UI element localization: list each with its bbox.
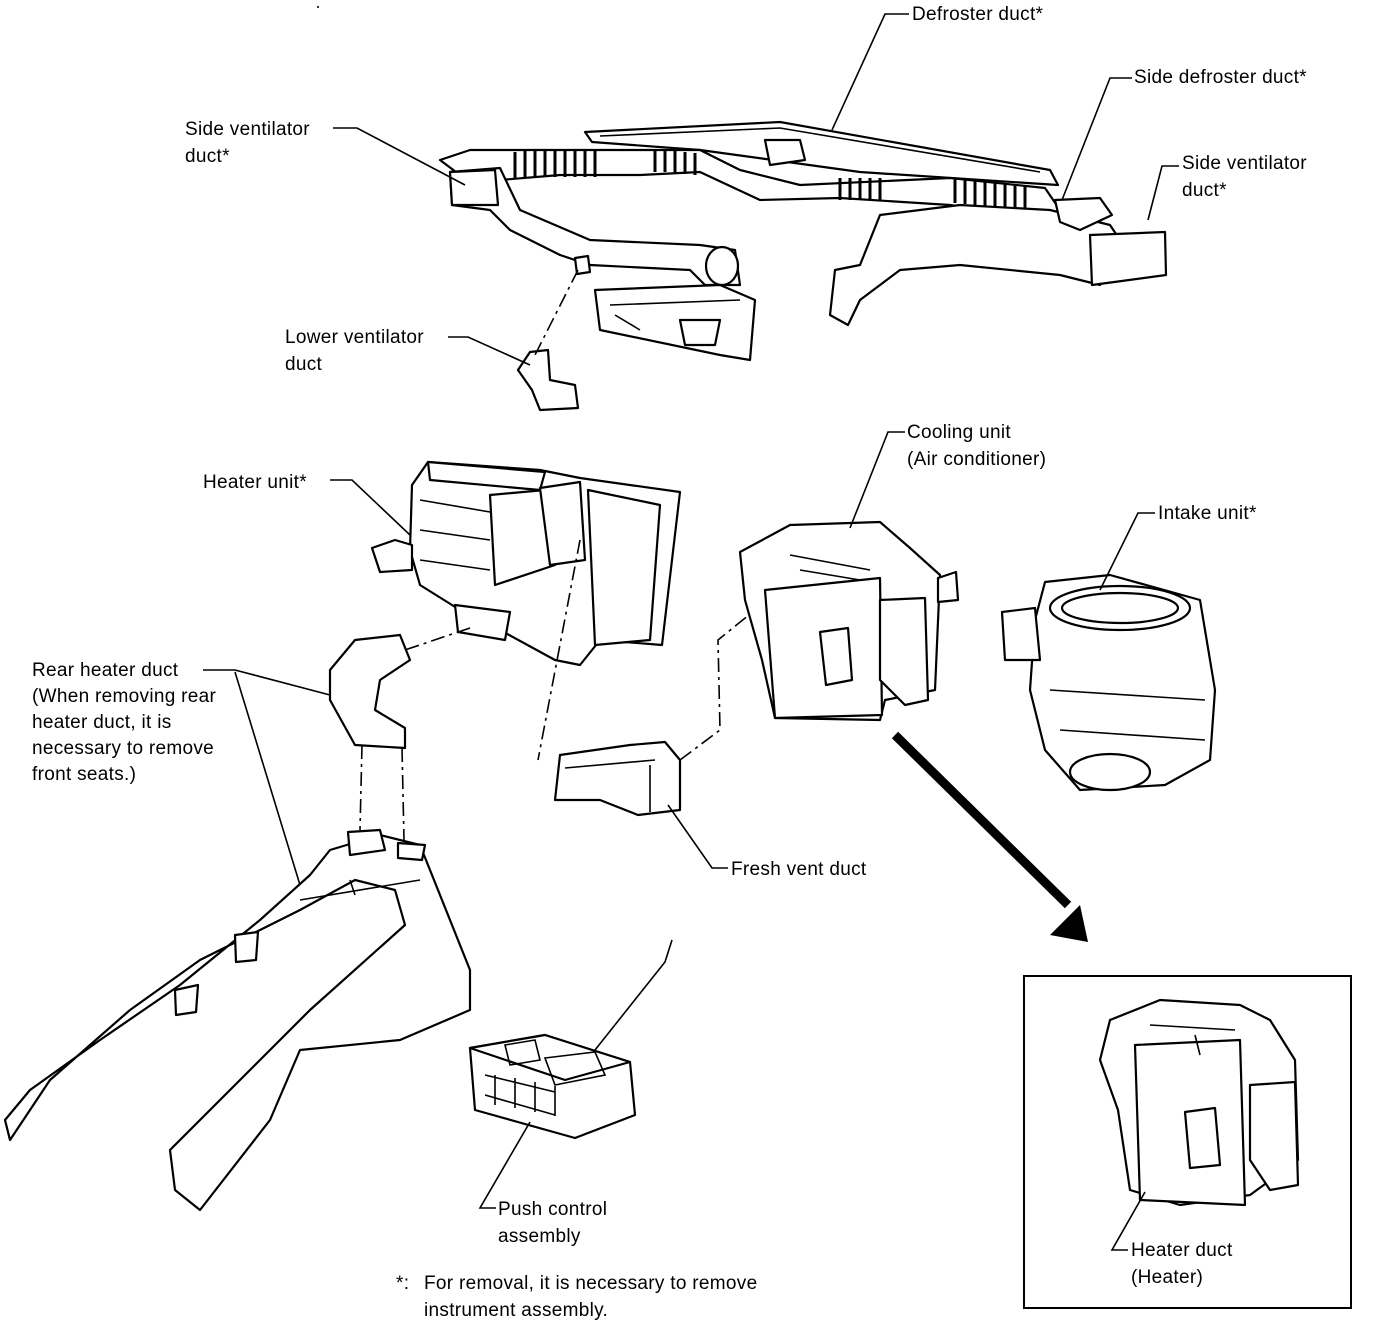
heater-unit-label: Heater unit* <box>203 472 307 493</box>
heater-to-fresh-dash <box>537 539 581 761</box>
left-side-ventilator-drawing <box>448 166 742 287</box>
side-ventilator-duct-right-label: Side ventilator duct* <box>1182 153 1307 201</box>
lower-ventilator-duct-label: Lower ventilator duct <box>285 327 424 375</box>
side-defroster-duct-label: Side defroster duct* <box>1134 67 1307 88</box>
center-vent-drawing <box>593 283 757 362</box>
rear-heater-duct-lower-drawing <box>3 828 472 1212</box>
leader-lines <box>203 13 1179 1251</box>
heater-to-rear-dash <box>404 627 471 651</box>
defroster-duct-drawing <box>583 120 1060 187</box>
footnote-line-2: instrument assembly. <box>424 1300 609 1321</box>
intake-unit-drawing <box>1000 573 1217 792</box>
rear-heater-duct-upper-drawing <box>328 633 412 750</box>
fresh-vent-duct-drawing <box>553 740 682 817</box>
heater-duct-inset-drawing <box>1098 998 1300 1207</box>
heater-unit-drawing <box>370 460 682 667</box>
cooling-unit-drawing <box>738 520 960 722</box>
push-control-assembly-label: Push control assembly <box>498 1199 608 1247</box>
footnote-line-1: For removal, it is necessary to remove <box>424 1273 758 1294</box>
heater-duct-label: Heater duct (Heater) <box>1131 1240 1233 1288</box>
fresh-to-cooling-dash <box>679 609 756 761</box>
heater-duct-inset-frame <box>1023 975 1352 1309</box>
intake-unit-label: Intake unit* <box>1158 503 1257 524</box>
arrow-to-inset <box>891 731 1088 942</box>
lower-vent-dash <box>534 269 579 356</box>
rear-duct-dash-1 <box>359 744 363 831</box>
lower-ventilator-drawing <box>516 348 580 412</box>
rear-duct-dash-2 <box>401 747 405 841</box>
fresh-vent-duct-label: Fresh vent duct <box>731 859 867 880</box>
defroster-duct-label: Defroster duct* <box>912 4 1044 25</box>
footnote-marker: *: <box>396 1273 410 1294</box>
cooling-unit-label: Cooling unit (Air conditioner) <box>907 422 1047 470</box>
footnote: *: For removal, it is necessary to remov… <box>396 1270 757 1324</box>
rear-heater-duct-label: Rear heater duct (When removing rear hea… <box>32 660 217 785</box>
push-control-assembly-drawing <box>468 939 673 1140</box>
right-side-ventilator-drawing <box>828 196 1168 327</box>
side-ventilator-duct-left-label: Side ventilator duct* <box>185 119 310 167</box>
